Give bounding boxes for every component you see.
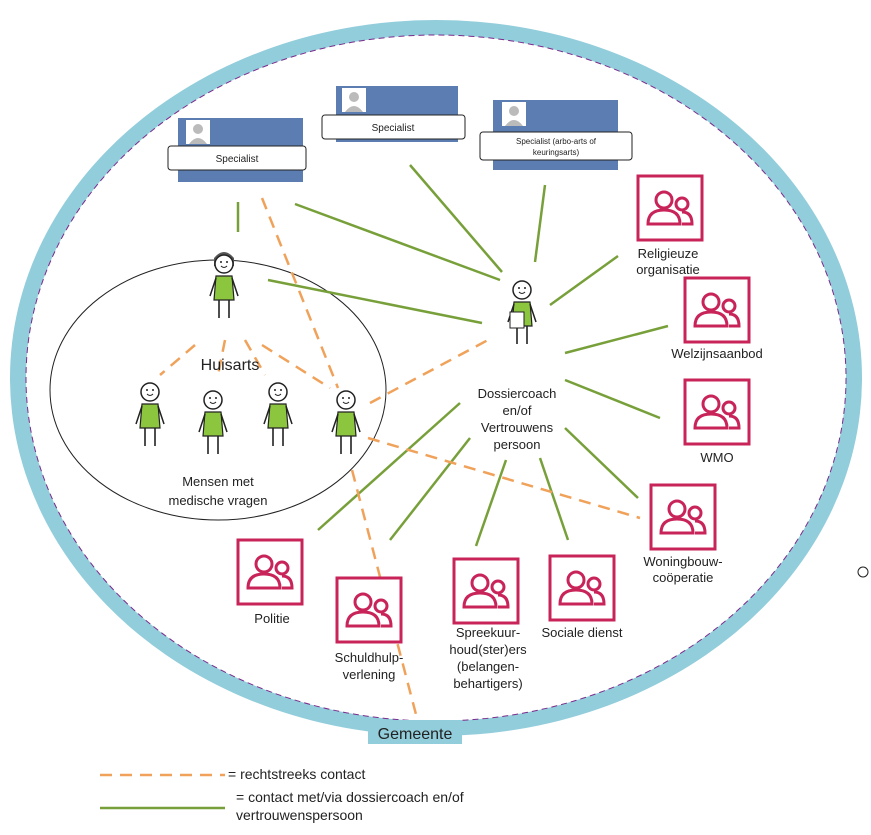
huisarts-label: Huisarts xyxy=(201,357,260,374)
mensen-label-1: Mensen met xyxy=(182,474,254,489)
sociale-people-icon xyxy=(548,554,616,622)
spreekuur-label-2: houd(ster)ers xyxy=(449,642,527,657)
legend-via-1: = contact met/via dossiercoach en/of xyxy=(236,789,464,805)
sociale-label: Sociale dienst xyxy=(542,625,623,640)
spreekuur-people-icon xyxy=(452,557,520,625)
legend-direct: = rechtstreeks contact xyxy=(228,766,366,782)
religieuze-label-2: organisatie xyxy=(636,262,700,277)
religieuze-people-icon xyxy=(636,174,704,242)
wmo-people-icon xyxy=(683,378,751,446)
spreekuur-label-3: (belangen- xyxy=(457,659,519,674)
wmo-label: WMO xyxy=(700,450,733,465)
woningbouw-people-icon xyxy=(649,483,717,551)
schuldhulp-label-1: Schuldhulp- xyxy=(335,650,404,665)
coach-label-4: persoon xyxy=(494,437,541,452)
politie-label: Politie xyxy=(254,611,289,626)
specialist-card-1: Specialist xyxy=(167,118,307,182)
politie-people-icon xyxy=(236,538,304,606)
schuldhulp-people-icon xyxy=(335,576,403,644)
specialist-label-2: Specialist xyxy=(372,123,415,134)
dossiercoach-person-icon xyxy=(507,280,537,345)
welzijn-people-icon xyxy=(683,276,751,344)
woningbouw-label-2: coöperatie xyxy=(653,570,714,585)
welzijn-label: Welzijnsaanbod xyxy=(671,346,763,361)
spreekuur-label-1: Spreekuur- xyxy=(456,625,520,640)
coach-label-1: Dossiercoach xyxy=(478,386,557,401)
small-circle xyxy=(857,566,869,578)
spreekuur-label-4: behartigers) xyxy=(453,676,522,691)
legend-via-2: vertrouwenspersoon xyxy=(236,807,363,823)
specialist-label-1: Specialist xyxy=(216,154,259,165)
green-connections xyxy=(236,164,669,547)
specialist-card-2: Specialist xyxy=(321,86,466,142)
coach-label-3: Vertrouwens xyxy=(481,420,554,435)
coach-label-2: en/of xyxy=(503,403,532,418)
religieuze-label-1: Religieuze xyxy=(638,246,699,261)
schuldhulp-label-2: verlening xyxy=(343,667,396,682)
specialist-label-3a: Specialist (arbo-arts of xyxy=(516,137,597,146)
avatar-icon xyxy=(502,102,526,126)
mensen-label-2: medische vragen xyxy=(169,493,268,508)
huisarts-person-icon xyxy=(209,252,239,319)
avatar-icon xyxy=(186,120,210,144)
gemeente-label: Gemeente xyxy=(378,726,453,743)
specialist-label-3b: keuringsarts) xyxy=(533,148,580,157)
avatar-icon xyxy=(342,88,366,112)
specialist-card-3: Specialist (arbo-arts of keuringsarts) xyxy=(479,100,633,170)
woningbouw-label-1: Woningbouw- xyxy=(643,554,722,569)
